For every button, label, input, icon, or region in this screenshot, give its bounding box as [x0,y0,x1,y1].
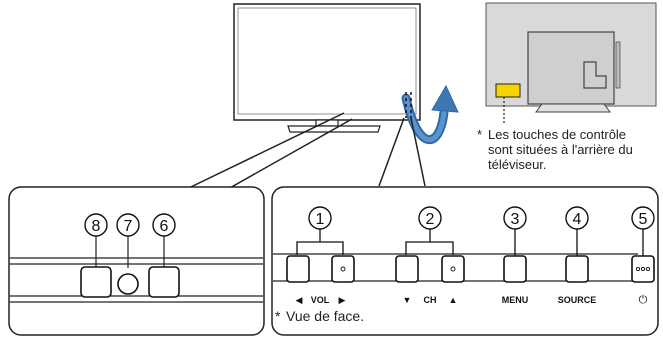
callout-4: 4 [565,206,589,256]
menu-label: MENU [502,295,529,305]
control-location-dashes [405,92,412,118]
tv-front-illustration [233,3,421,133]
ch-up-icon: ▲ [449,295,458,305]
callout-4-number: 4 [573,211,582,228]
back-controls-note: * Les touches de contrôle sont situées à… [477,127,633,172]
tv-back-port-shape [583,61,607,89]
callout-5-number: 5 [639,211,648,228]
back-note-asterisk: * [477,127,483,142]
callout-5: 5 [631,206,655,256]
menu-button [503,255,527,283]
callout-2: 2 [405,206,454,255]
ch-up-button-dot [450,266,456,272]
callout-2-number: 2 [426,211,435,228]
back-note-line-1: Les touches de contrôle [488,127,627,142]
side-detail-frame [8,186,265,336]
tv-front-screen [237,7,417,115]
callout-1-number: 1 [316,211,325,228]
back-detail-frame [271,186,659,336]
tv-back-cover [527,31,615,105]
rotate-arrow-icon [401,84,459,145]
source-button [565,255,589,283]
source-label: SOURCE [558,295,597,305]
ch-up-button [441,255,465,283]
tv-back-stand [535,103,611,113]
front-note-asterisk: * [275,308,281,324]
tv-back-illustration [485,2,657,124]
callout-3: 3 [503,206,527,256]
back-note-line-3: téléviseur. [488,157,547,172]
callout-1: 1 [296,206,344,255]
side-button-6 [148,266,180,298]
callout-6-number: 6 [160,218,169,235]
ch-down-icon: ▼ [403,295,412,305]
callout-3-number: 3 [511,211,520,228]
side-detail-panel: 8 7 6 [8,186,265,336]
callout-7: 7 [116,213,140,237]
side-button-7-sensor [117,273,139,295]
ch-down-button [395,255,419,283]
back-control-highlight [495,83,521,98]
leader-lines [167,112,426,199]
ch-label: CH [424,295,437,305]
vol-up-button-dot [340,266,346,272]
vol-up-button [331,255,355,283]
callout-8: 8 [84,213,108,237]
vol-label: VOL [311,295,330,305]
callout-7-number: 7 [124,218,133,235]
power-button-dots [635,266,651,272]
tv-back-side-rail [615,41,621,89]
vol-right-icon: ▶ [339,295,346,305]
back-detail-panel: 1 2 3 4 5 [271,186,659,336]
power-button [631,255,655,283]
callout-6: 6 [152,213,176,237]
vol-left-icon: ◀ [296,295,303,305]
vol-down-button [286,255,310,283]
power-icon: ⏻ [639,294,648,306]
side-button-8 [80,266,112,298]
front-note-text: Vue de face. [286,308,365,324]
callout-8-number: 8 [92,218,101,235]
back-note-line-2: sont situées à l'arrière du [488,142,633,157]
front-view-note: * Vue de face. [275,309,364,324]
